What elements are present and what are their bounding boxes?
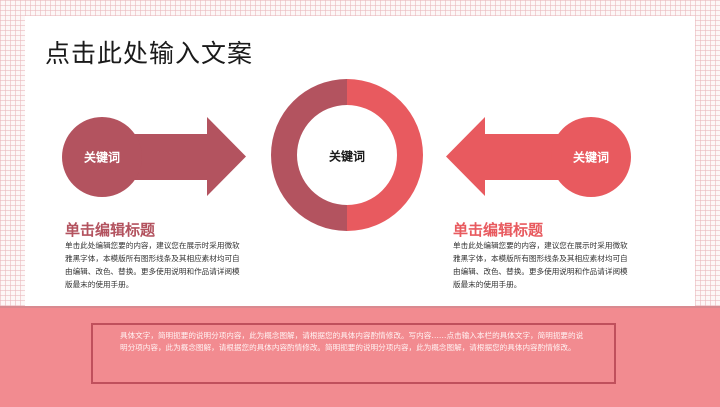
right-arrow-node[interactable]: [446, 117, 631, 197]
footer-band: [0, 306, 720, 407]
left-node-label: 关键词: [83, 150, 121, 165]
footer-note-box: 具体文字，简明扼要的说明分项内容，此为概念图解，请根据您的具体内容酌情修改。写内…: [91, 323, 616, 384]
left-section-title[interactable]: 单击编辑标题: [65, 221, 156, 239]
left-section-body[interactable]: 单击此处编辑您要的内容，建议您在展示时采用微软雅黑字体，本模版所有图形线条及其相…: [65, 241, 240, 289]
center-node-label: 关键词: [328, 149, 366, 164]
slide-title[interactable]: 点击此处输入文案: [45, 39, 254, 68]
right-section-title[interactable]: 单击编辑标题: [453, 221, 544, 239]
arrow-right-icon: [207, 117, 246, 196]
left-arrow-node[interactable]: [62, 117, 246, 197]
right-node-label: 关键词: [572, 150, 610, 165]
footer-note-text[interactable]: 具体文字，简明扼要的说明分项内容，此为概念图解，请根据您的具体内容酌情修改。写内…: [120, 331, 584, 352]
arrow-left-icon: [446, 117, 485, 196]
right-section-body[interactable]: 单击此处编辑您要的内容，建议您在展示时采用微软雅黑字体，本模版所有图形线条及其相…: [453, 241, 628, 289]
center-ring[interactable]: [271, 79, 423, 231]
